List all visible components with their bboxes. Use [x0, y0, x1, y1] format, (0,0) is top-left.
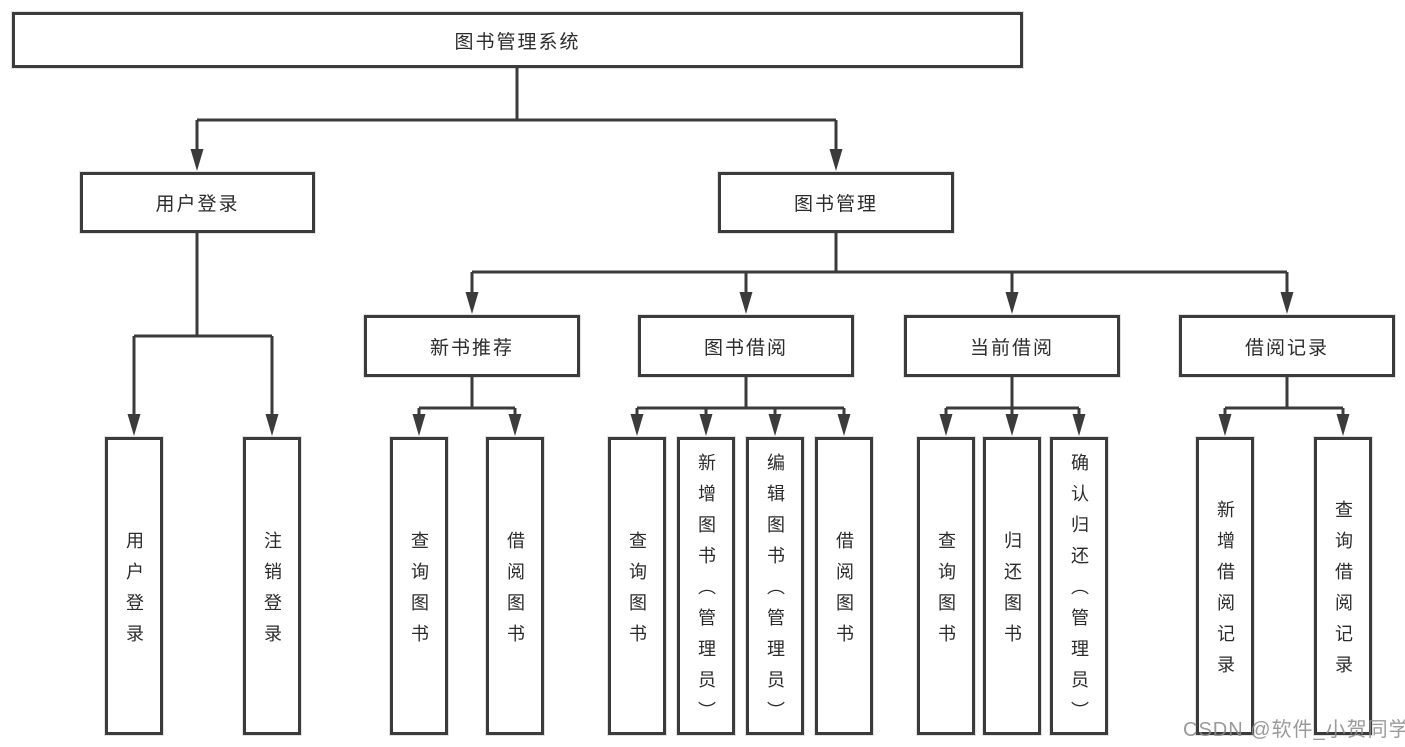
leaf-query-books-borrow: 查询图书: [608, 437, 666, 735]
leaf-edit-books-admin-label: 编辑图书（管理员）: [765, 453, 785, 732]
node-book-management-label: 图书管理: [793, 194, 878, 215]
leaf-query-books-recommend: 查询图书: [390, 437, 448, 735]
leaf-query-books-current: 查询图书: [917, 437, 975, 735]
leaf-add-books-admin: 新增图书（管理员）: [677, 437, 735, 735]
leaf-query-books-borrow-label: 查询图书: [627, 530, 647, 655]
arrowheads: [127, 149, 1350, 436]
node-book-borrowing: 图书借阅: [638, 315, 854, 377]
node-borrowing-records-label: 借阅记录: [1244, 337, 1329, 359]
leaf-borrow-books: 借阅图书: [815, 437, 873, 735]
node-book-management: 图书管理: [718, 172, 954, 233]
node-current-borrowing: 当前借阅: [904, 315, 1120, 377]
node-user-login: 用户登录: [80, 172, 315, 233]
leaf-add-borrow-record: 新增借阅记录: [1196, 437, 1254, 735]
leaf-borrow-books-recommend-label: 借阅图书: [505, 530, 525, 655]
node-user-login-label: 用户登录: [155, 194, 240, 215]
leaf-borrow-books-label: 借阅图书: [834, 530, 854, 655]
node-root-label: 图书管理系统: [454, 31, 581, 53]
node-root-library-system: 图书管理系统: [12, 12, 1023, 68]
leaf-add-borrow-record-label: 新增借阅记录: [1215, 499, 1235, 686]
leaf-query-books-recommend-label: 查询图书: [409, 530, 429, 655]
leaf-confirm-return-admin: 确认归还（管理员）: [1050, 437, 1108, 735]
leaf-confirm-return-admin-label: 确认归还（管理员）: [1069, 453, 1089, 732]
leaf-edit-books-admin: 编辑图书（管理员）: [746, 437, 804, 735]
leaf-logout-label: 注销登录: [262, 530, 282, 655]
leaf-query-borrow-record-label: 查询借阅记录: [1333, 499, 1353, 686]
node-current-borrowing-label: 当前借阅: [969, 337, 1054, 359]
leaf-query-borrow-record: 查询借阅记录: [1314, 437, 1372, 735]
leaf-borrow-books-recommend: 借阅图书: [486, 437, 544, 735]
node-new-book-recommend-label: 新书推荐: [429, 337, 514, 359]
connector-stems: [132, 68, 1345, 416]
leaf-user-login-label: 用户登录: [124, 530, 144, 655]
leaf-return-books-label: 归还图书: [1002, 530, 1022, 655]
leaf-query-books-current-label: 查询图书: [936, 530, 956, 655]
leaf-return-books: 归还图书: [983, 437, 1041, 735]
node-book-borrowing-label: 图书借阅: [703, 337, 788, 359]
leaf-add-books-admin-label: 新增图书（管理员）: [696, 453, 716, 732]
csdn-watermark: CSDN @软件_小贺同学: [1183, 719, 1405, 741]
node-borrowing-records: 借阅记录: [1179, 315, 1395, 377]
leaf-user-login: 用户登录: [105, 437, 163, 735]
node-new-book-recommend: 新书推荐: [364, 315, 580, 377]
leaf-logout: 注销登录: [243, 437, 301, 735]
